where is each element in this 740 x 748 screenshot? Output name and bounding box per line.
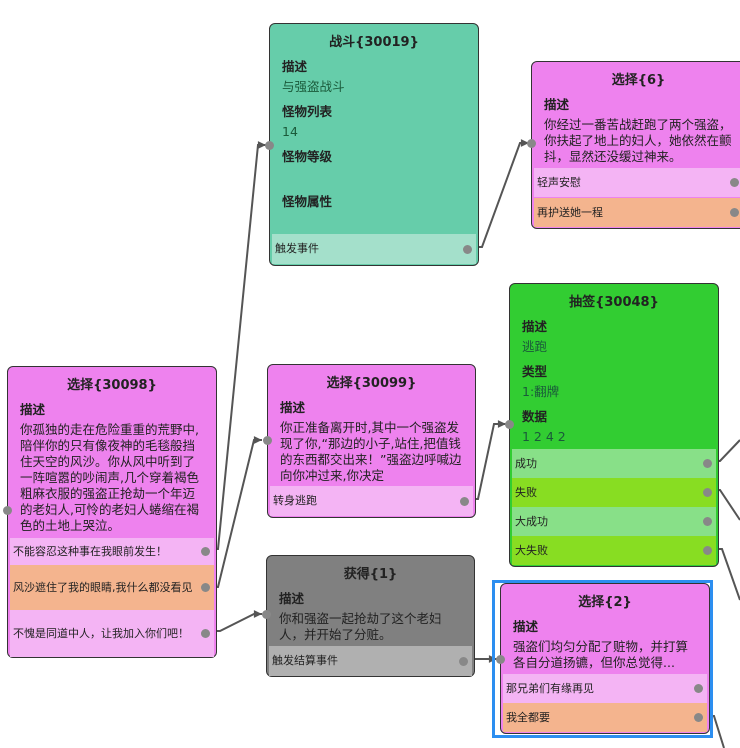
option-label: 轻声安慰 — [537, 175, 581, 189]
option-label: 成功 — [515, 456, 537, 470]
output-port[interactable] — [460, 496, 469, 506]
field-label: 描述 — [544, 97, 570, 112]
output-port[interactable] — [703, 459, 712, 468]
output-port[interactable] — [694, 684, 703, 693]
output-port[interactable] — [703, 546, 712, 555]
option-row[interactable]: 那兄弟们有缘再见 — [503, 674, 707, 703]
option-label: 风沙遮住了我的眼睛,我什么都没看见 — [13, 580, 193, 594]
output-port[interactable] — [463, 244, 472, 254]
field-value: 1:翻牌 — [522, 384, 560, 399]
option-row[interactable]: 大失败 — [512, 536, 716, 565]
choice-node-30098[interactable]: 选择{30098} 描述你孤独的走在危险重重的荒野中,陪伴你的只有像夜神的毛毯般挡… — [3, 366, 217, 658]
option-row[interactable]: 不能容忍这种事在我眼前发生！ — [10, 538, 214, 565]
input-port[interactable] — [265, 141, 274, 150]
lottery-node-30048[interactable]: 抽签{30048} 描述逃跑类型 1:翻牌数据 1 2 4 2 成功失败大成功大失败 — [505, 283, 719, 567]
output-port[interactable] — [201, 583, 210, 592]
node-title: 选择{2} — [578, 595, 632, 610]
option-label: 转身逃跑 — [273, 494, 317, 507]
input-port[interactable] — [505, 420, 514, 429]
field-value — [282, 214, 466, 230]
output-port[interactable] — [703, 488, 712, 497]
field-label: 类型 — [522, 364, 548, 379]
option-row[interactable]: 轻声安慰 — [534, 168, 740, 197]
option-row[interactable]: 触发事件 — [272, 234, 476, 264]
node-title: 选择{6} — [611, 73, 666, 88]
input-port[interactable] — [262, 610, 271, 619]
option-row[interactable]: 大成功 — [512, 507, 716, 536]
option-row[interactable]: 不愧是同道中人，让我加入你们吧！ — [10, 610, 214, 657]
option-label: 不能容忍这种事在我眼前发生！ — [13, 544, 167, 558]
field-label: 描述 — [20, 402, 46, 417]
option-row[interactable]: 我全都要 — [503, 703, 707, 732]
option-label: 我全都要 — [506, 710, 550, 724]
output-port[interactable] — [730, 208, 739, 217]
arrowhead-icon — [253, 610, 262, 618]
option-row[interactable]: 风沙遮住了我的眼睛,我什么都没看见 — [10, 565, 214, 610]
input-port[interactable] — [3, 506, 12, 515]
output-port[interactable] — [694, 713, 703, 722]
arrowhead-icon — [253, 436, 262, 444]
field-label: 描述 — [522, 319, 548, 334]
input-port[interactable] — [527, 139, 536, 148]
option-label: 那兄弟们有缘再见 — [506, 681, 594, 695]
output-port[interactable] — [730, 178, 739, 187]
node-title: 获得{1} — [343, 567, 398, 582]
choice-node-30099[interactable]: 选择{30099} 描述你正准备离开时,其中一个强盗发现了你,“那边的小子,站住,… — [263, 364, 476, 518]
field-label: 描述 — [513, 619, 539, 634]
field-label: 数据 — [522, 409, 548, 424]
node-title: 战斗{30019} — [329, 35, 419, 50]
field-label: 怪物等级 — [282, 149, 333, 164]
selection-outline — [492, 580, 713, 738]
output-port[interactable] — [703, 517, 712, 526]
option-label: 失败 — [515, 485, 537, 499]
option-label: 大成功 — [515, 514, 548, 528]
option-row[interactable]: 失败 — [512, 478, 716, 507]
obtain-node-1[interactable]: 获得{1} 描述你和强盗一起抢劫了这个老妇人，并开始了分赃。触发结算事件 — [262, 555, 475, 677]
output-port[interactable] — [201, 547, 210, 556]
field-value: 你和强盗一起抢劫了这个老妇人，并开始了分赃。 — [279, 611, 442, 642]
input-port[interactable] — [263, 436, 272, 445]
field-value: 与强盗战斗 — [282, 79, 345, 94]
field-value: 你经过一番苦战赶跑了两个强盗，你扶起了地上的妇人，她依然在颤抖，显然还没缓过神来… — [544, 117, 732, 164]
field-value: 你孤独的走在危险重重的荒野中,陪伴你的只有像夜神的毛毯般挡住天空的风沙。你从风中… — [20, 422, 199, 533]
field-label: 怪物列表 — [282, 104, 333, 119]
node-title: 选择{30098} — [67, 378, 157, 393]
option-row[interactable]: 触发结算事件 — [269, 646, 472, 676]
node-title: 抽签{30048} — [569, 295, 659, 310]
option-row[interactable]: 再护送她一程 — [534, 198, 740, 227]
battle-node-30019[interactable]: 战斗{30019} 描述与强盗战斗怪物列表 14 怪物等级怪物属性触发事件 — [265, 23, 479, 266]
output-port[interactable] — [201, 629, 210, 638]
field-value: 你正准备离开时,其中一个强盗发现了你,“那边的小子,站住,把值钱的东西都交出来！… — [280, 420, 462, 483]
choice-node-2[interactable]: 选择{2} 描述强盗们均匀分配了赃物，并打算各自分道扬镳，但你总觉得... 那兄弟们… — [496, 583, 710, 734]
field-value: 逃跑 — [522, 339, 548, 354]
field-value: 14 — [282, 124, 298, 139]
field-label: 怪物属性 — [282, 194, 333, 209]
choice-node-6[interactable]: 选择{6} 描述你经过一番苦战赶跑了两个强盗，你扶起了地上的妇人，她依然在颤抖，显… — [527, 61, 740, 229]
option-label: 再护送她一程 — [537, 205, 603, 219]
option-label: 触发事件 — [275, 242, 319, 255]
field-label: 描述 — [280, 400, 306, 415]
output-port[interactable] — [459, 656, 468, 666]
node-title: 选择{30099} — [326, 376, 417, 391]
option-label: 不愧是同道中人，让我加入你们吧！ — [13, 626, 189, 640]
field-label: 描述 — [282, 59, 308, 74]
input-port[interactable] — [496, 655, 505, 664]
option-row[interactable]: 成功 — [512, 449, 716, 478]
option-label: 大失败 — [515, 543, 548, 557]
field-value: 1 2 4 2 — [522, 429, 566, 444]
option-row[interactable]: 转身逃跑 — [270, 486, 473, 516]
field-value — [282, 169, 466, 185]
field-label: 描述 — [279, 591, 305, 606]
field-value: 强盗们均匀分配了赃物，并打算各自分道扬镳，但你总觉得... — [513, 639, 689, 670]
option-label: 触发结算事件 — [272, 654, 338, 667]
